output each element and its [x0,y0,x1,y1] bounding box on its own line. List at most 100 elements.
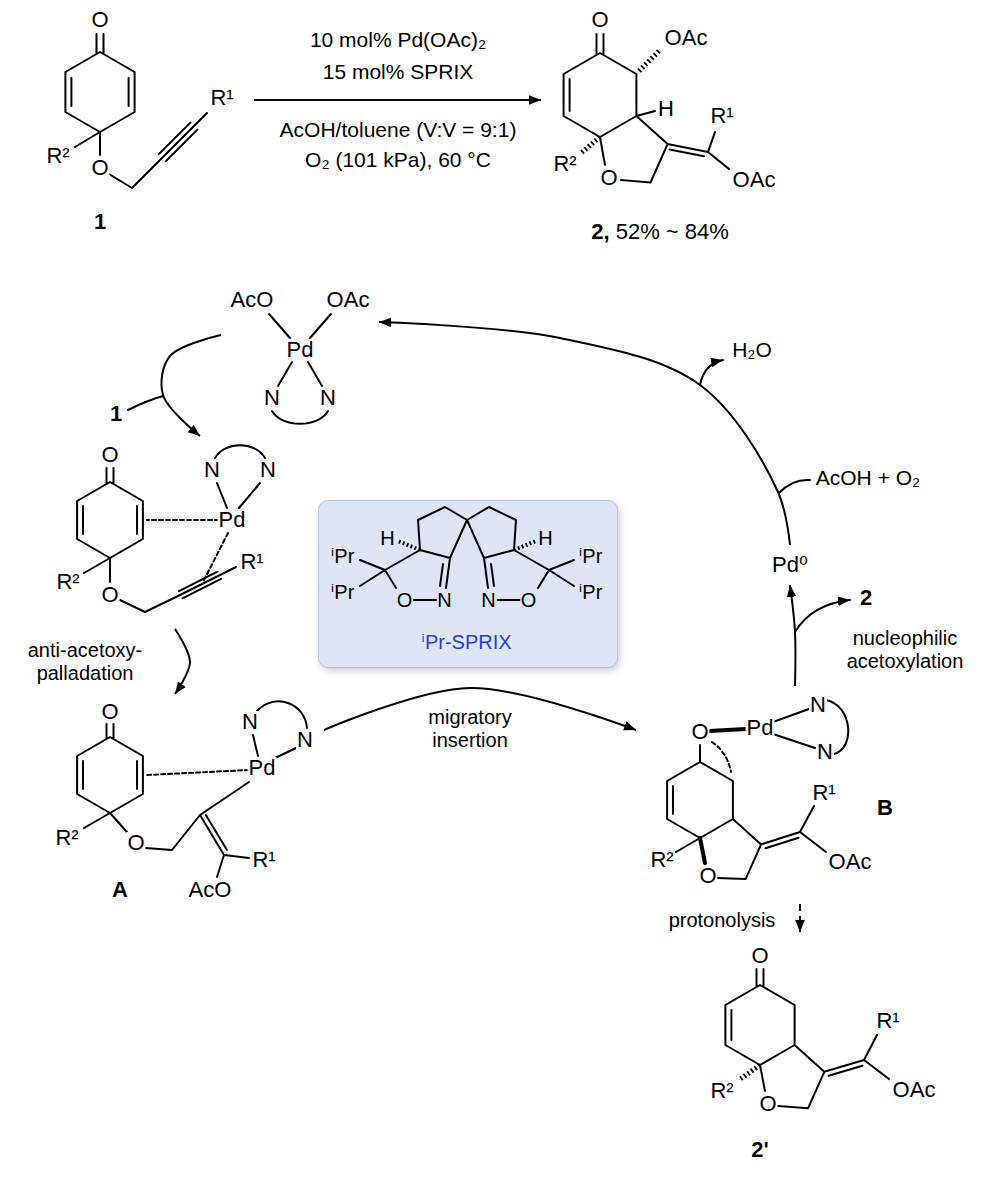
step-label: nucleophilic acetoxylation [833,627,977,673]
atom-label: O [126,832,145,854]
compound-number: 1 [108,402,124,426]
product-structure: OOAcHR²OR¹OAc2, 52% ~ 84% [545,4,790,250]
atom-label: N [809,694,827,716]
atom-label: O [520,590,538,610]
atom-label: N [263,387,281,409]
step-label: anti-acetoxy- palladation [8,639,162,685]
condition-text: 10 mol% Pd(OAc)₂ [308,28,488,51]
atom-label: R¹ [875,1010,900,1032]
atom-label: N [296,729,314,751]
atom-label: ⁱPr [578,582,604,602]
atom-label: N [203,459,221,481]
atom-label: H [657,98,675,120]
step-label: protonolysis [667,909,778,932]
atom-label: O [396,590,414,610]
pd0-species: Pd⁰ [766,549,814,581]
ligand-bonds [360,507,574,600]
condition-text: AcOH/toluene (V:V = 9:1) [278,118,519,141]
condition-text: O₂ (101 kPa), 60 °C [303,148,493,171]
atom-label: R² [649,849,674,871]
cycle-arrow [161,335,221,436]
atom-label: N [480,590,496,610]
atom-label: R² [45,145,70,167]
atom-label: R¹ [209,87,234,109]
step-label: migratory insertion [418,706,522,752]
reagent-join-curve [128,396,163,410]
pi-bond-dashes [147,770,249,775]
compound-label: 1 [93,211,107,233]
compound-label: B [876,797,894,819]
bold-bond [700,729,746,863]
compound-label: A [111,879,129,901]
atom-label: O [90,157,109,179]
atom-label: O [100,444,119,466]
atom-label: O [690,721,709,743]
intermediate-structure: OPdNNR²OR¹OAcB [640,690,910,900]
atom-label: O [750,945,769,967]
atom-label: O [698,865,717,887]
atom-label: H [537,528,553,548]
cycle-arrow [175,629,190,694]
compound-number: 2 [858,586,874,610]
atom-label: R² [55,571,80,593]
byproduct-bonds [725,969,889,1108]
atom-label: H [379,528,395,548]
atom-label: OAc [326,289,371,311]
product-bonds [564,34,729,183]
structure-bonds [65,34,889,1108]
pi-complex: O N N PdR² O R¹ [25,440,290,625]
byproduct-branch-arrow [700,360,723,385]
atom-label: AcO [188,879,233,901]
atom-label: ⁱPr [578,546,604,566]
pi-complex-bonds [77,445,265,612]
atom-label: O [100,701,119,723]
atom-label: R¹ [709,105,734,127]
atom-label: O [599,167,618,189]
hashed-bond [739,1065,760,1080]
cycle-arrow [790,585,795,686]
atom-label: Pd [746,717,775,739]
yield-label: 2, 52% ~ 84% [590,221,730,243]
dashed-arrow [799,904,801,932]
atom-label: Pd⁰ [771,554,809,576]
reaction-arrow [254,99,541,101]
atom-label: O [100,584,119,606]
atom-label: Pd [286,339,315,361]
hashed-bond [581,50,660,153]
atom-label: OAc [828,851,873,873]
intermediate-b-bonds [667,700,848,879]
atom-label: OAc [732,169,777,191]
atom-label: R² [54,827,79,849]
byproduct-text: H₂O [730,338,774,361]
atom-label: Pd [248,757,277,779]
byproduct-structure: O R² O R¹ OAc 2' [690,936,955,1172]
atom-label: N [436,590,452,610]
atom-label: R¹ [251,849,276,871]
condition-text: 15 mol% SPRIX [321,60,476,83]
intermediate-a-bonds [77,701,307,877]
substrate-structure: OR²OR¹1 [28,4,250,240]
atom-label: N [259,459,277,481]
atom-label: R¹ [811,782,836,804]
ligand-bonds [360,507,574,600]
atom-label: O [758,1093,777,1115]
atom-label: R¹ [239,551,264,573]
atom-label: N [319,387,337,409]
atom-label: OAc [892,1079,937,1101]
atom-label: ⁱPr [330,546,356,566]
ligand-box: HⁱPrⁱPrONNOHⁱPrⁱPrⁱPr-SPRIX [318,500,618,668]
atom-label: AcO [230,289,275,311]
enolate-dashes [712,742,731,772]
atom-label: N [816,741,834,763]
atom-label: O [590,9,609,31]
compound-label: 2' [750,1139,769,1161]
connectors [161,100,800,932]
atom-label: N [241,711,259,733]
atom-label: Pd [218,509,247,531]
pd-complex: AcO OAcPdN N [225,280,375,432]
reagent-text: AcOH + O₂ [814,466,922,489]
reagent-join-curve [779,480,810,493]
intermediate-structure: O N N PdR² O R¹ AcO A [30,698,320,910]
atom-label: R² [552,153,577,175]
atom-label: R² [709,1080,734,1102]
